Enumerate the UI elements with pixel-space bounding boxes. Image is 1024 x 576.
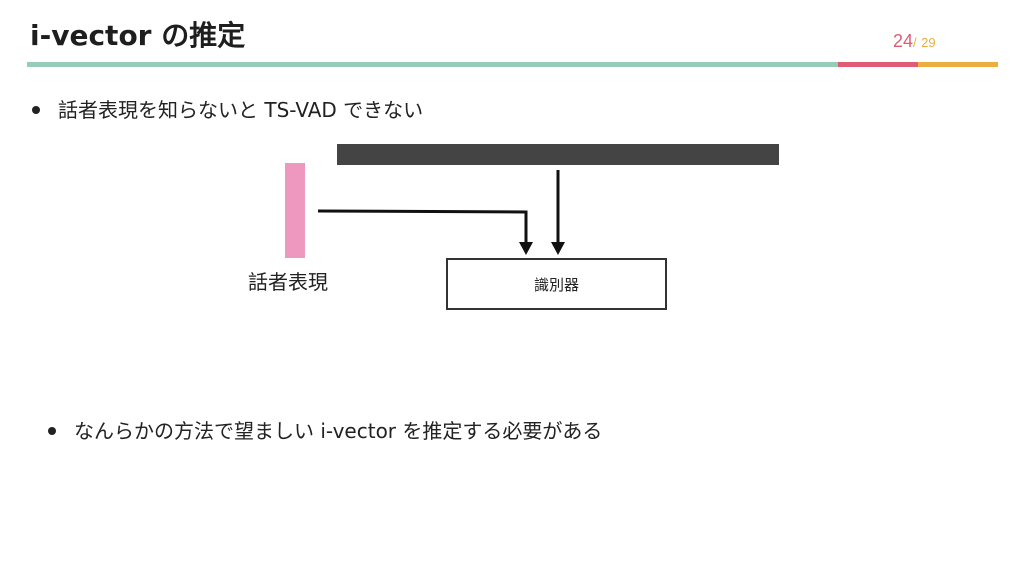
- speaker-to-classifier-arrow: [317, 209, 528, 244]
- page-separator: /: [913, 35, 917, 50]
- bullet-dot-icon: [48, 426, 56, 435]
- speaker-representation-label: 話者表現: [248, 270, 328, 294]
- bullet-text: なんらかの方法で望ましい i-vector を推定する必要がある: [74, 419, 603, 443]
- slide-title: i-vector の推定: [30, 19, 246, 52]
- title-rule-yellow: [918, 62, 998, 67]
- acoustic-feature-bar: [337, 144, 779, 165]
- arrowhead-right-icon: [551, 242, 565, 255]
- page-number: 24/ 29: [893, 31, 936, 52]
- classifier-label: 識別器: [533, 275, 579, 294]
- title-rule-red: [838, 62, 918, 67]
- classifier-box: 識別器: [446, 258, 667, 310]
- bullet-item: なんらかの方法で望ましい i-vector を推定する必要がある: [48, 415, 602, 444]
- arrowhead-left-icon: [519, 242, 533, 255]
- speaker-representation-bar: [285, 163, 305, 258]
- bullet-text: 話者表現を知らないと TS-VAD できない: [58, 98, 424, 122]
- page-current: 24: [893, 31, 914, 51]
- bullet-item: 話者表現を知らないと TS-VAD できない: [32, 94, 423, 123]
- title-rule-green: [27, 62, 838, 67]
- page-total: 29: [921, 35, 936, 50]
- bullet-dot-icon: [32, 105, 40, 114]
